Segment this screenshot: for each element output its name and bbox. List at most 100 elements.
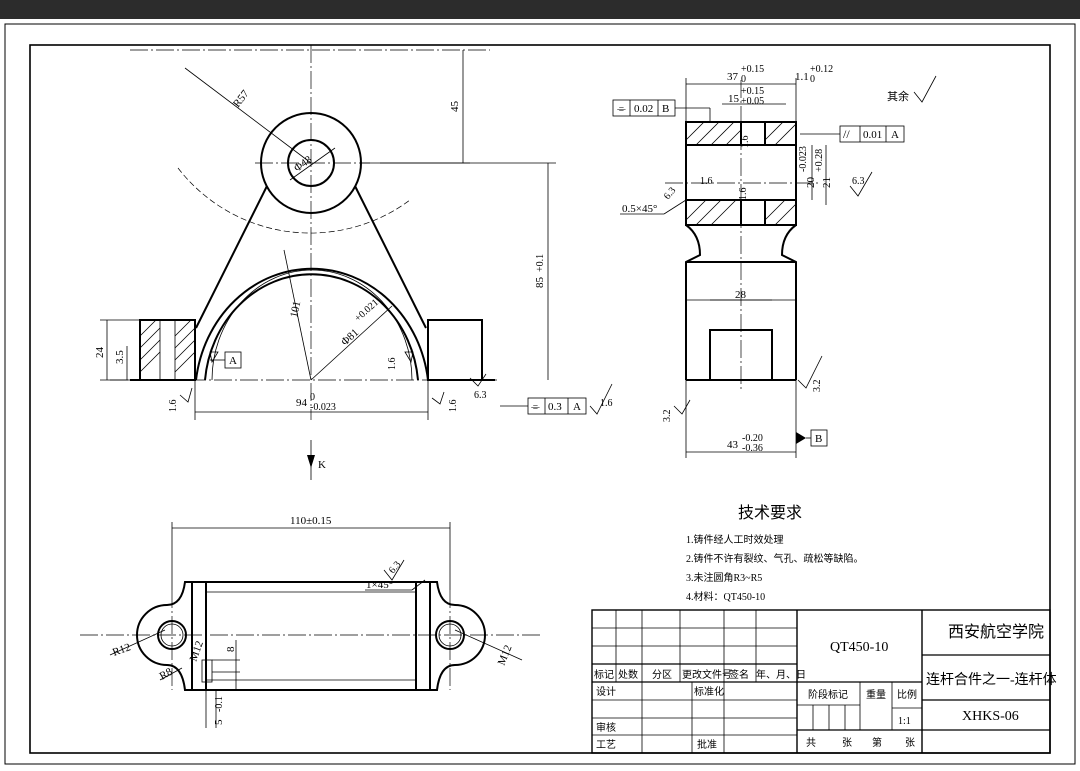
roughness-1-6-c: 1.6 bbox=[448, 400, 459, 413]
outer-frame bbox=[4, 23, 1076, 765]
dim-28: 28 bbox=[735, 289, 747, 301]
top-view: 45 R57 Φ48 85 +0.1 101 Φ81 +0.021 1.6 A … bbox=[94, 45, 613, 480]
dim-r57: R57 bbox=[231, 88, 252, 110]
dim-5-tol: -0.1 bbox=[214, 696, 225, 712]
dim-43-tol1: -0.20 bbox=[742, 433, 763, 444]
tb-h-count: 处数 bbox=[618, 668, 638, 681]
dim-1-1-tol1: +0.12 bbox=[810, 64, 833, 75]
bottom-view: 110±0.15 1×45° 6.3 R12 R8 M12 M12 8 5 -0… bbox=[80, 515, 540, 728]
tech-item-4: 4.材料：QT450-10 bbox=[686, 590, 765, 603]
dim-phi81: Φ81 bbox=[339, 327, 361, 349]
dim-r8: R8 bbox=[158, 666, 176, 683]
datum-b: B bbox=[815, 433, 822, 445]
tb-h-docno: 更改文件号 bbox=[682, 668, 732, 681]
dim-15-tol2: +0.05 bbox=[741, 96, 764, 107]
dim-8: 8 bbox=[225, 646, 237, 652]
dim-1x45: 1×45° bbox=[366, 579, 393, 591]
roughness-6-3-c: 6.3 bbox=[662, 185, 678, 202]
side-view: 37 +0.15 0 1.1 +0.12 0 15 +0.15 +0.05 其余… bbox=[612, 64, 937, 458]
tb-page: 第 bbox=[872, 736, 882, 749]
tb-standard: 标准化 bbox=[694, 685, 724, 698]
dim-45: 45 bbox=[449, 101, 461, 113]
tol-ref: A bbox=[573, 401, 581, 413]
tb-h-sign: 签名 bbox=[729, 668, 749, 681]
tb-approve: 批准 bbox=[697, 738, 717, 751]
datum-a: A bbox=[229, 355, 237, 367]
engineering-drawing: 45 R57 Φ48 85 +0.1 101 Φ81 +0.021 1.6 A … bbox=[4, 23, 1076, 765]
dim-37-tol2: 0 bbox=[741, 74, 746, 85]
tech-item-1: 1.铸件经人工时效处理 bbox=[686, 533, 784, 546]
roughness-3-2-b: 3.2 bbox=[662, 410, 673, 423]
dim-85-tol: +0.1 bbox=[535, 254, 546, 272]
tb-total: 共 bbox=[806, 737, 816, 749]
dim-37-tol1: +0.15 bbox=[741, 64, 764, 75]
dim-5: 5 bbox=[213, 719, 225, 725]
dim-21-tol: +0.28 bbox=[814, 149, 825, 172]
dim-r12: R12 bbox=[111, 641, 132, 659]
tb-process: 工艺 bbox=[596, 739, 616, 751]
tb-review: 审核 bbox=[596, 721, 616, 734]
roughness-1-6-d: 1.6 bbox=[600, 398, 613, 409]
roughness-1-6-e: 1.6 bbox=[740, 136, 751, 149]
dim-20: 20 bbox=[805, 177, 817, 189]
rest-surface-label: 其余 bbox=[887, 89, 909, 103]
dim-m12-left: M12 bbox=[188, 639, 206, 663]
tol-a-ref: B bbox=[662, 103, 669, 115]
tol-b-ref: A bbox=[891, 129, 899, 141]
dim-101: 101 bbox=[288, 300, 303, 319]
tb-school: 西安航空学院 bbox=[948, 623, 1044, 641]
dim-24: 24 bbox=[94, 347, 106, 359]
roughness-1-6-g: 1.6 bbox=[738, 188, 749, 201]
dim-21: 21 bbox=[821, 177, 833, 188]
dim-37: 37 bbox=[727, 71, 739, 83]
tol-b-value: 0.01 bbox=[863, 129, 882, 141]
roughness-1-6-f: 1.6 bbox=[700, 176, 713, 187]
chamfer-label: 0.5×45° bbox=[622, 203, 657, 215]
dim-1-1-tol2: 0 bbox=[810, 74, 815, 85]
dim-94: 94 bbox=[296, 397, 308, 409]
roughness-6-3: 6.3 bbox=[474, 390, 487, 401]
drawing-frame bbox=[29, 44, 1051, 754]
dim-85: 85 bbox=[534, 277, 546, 289]
tb-sheets: 张 bbox=[842, 737, 852, 749]
dim-20-tol: -0.023 bbox=[798, 146, 809, 172]
tol-symbol: ⌯ bbox=[531, 401, 540, 413]
dim-110: 110±0.15 bbox=[290, 515, 332, 527]
tb-scale: 1:1 bbox=[898, 716, 911, 727]
dim-15: 15 bbox=[728, 93, 740, 105]
tb-stage: 阶段标记 bbox=[808, 688, 848, 701]
parallel-icon: // bbox=[843, 127, 850, 141]
tech-requirements: 技术要求 1.铸件经人工时效处理 2.铸件不许有裂纹、气孔、疏松等缺陷。 3.未… bbox=[686, 504, 864, 603]
tb-h-mark: 标记 bbox=[594, 669, 614, 681]
dim-43: 43 bbox=[727, 439, 739, 451]
tech-item-2: 2.铸件不许有裂纹、气孔、疏松等缺陷。 bbox=[686, 552, 864, 565]
roughness-6-3-d: 6.3 bbox=[387, 559, 403, 576]
dim-94-tol1: 0 bbox=[310, 392, 315, 403]
window-top-bar bbox=[0, 0, 1080, 19]
dim-43-tol2: -0.36 bbox=[742, 443, 763, 454]
view-k-label: K bbox=[318, 459, 326, 471]
dim-3-5: 3.5 bbox=[114, 350, 126, 364]
title-block: QT450-10 西安航空学院 连杆合件之一-连杆体 XHKS-06 标记 处数… bbox=[591, 609, 1057, 754]
roughness-1-6-b: 1.6 bbox=[168, 400, 179, 413]
roughness-3-2-a: 3.2 bbox=[812, 380, 823, 393]
tb-code: XHKS-06 bbox=[962, 709, 1019, 724]
tol-value: 0.3 bbox=[548, 401, 562, 413]
tb-h-date: 年、月、日 bbox=[756, 668, 806, 681]
tech-item-3: 3.未注圆角R3~R5 bbox=[686, 571, 762, 584]
dim-1-1: 1.1 bbox=[795, 71, 809, 83]
tb-weight: 重量 bbox=[866, 688, 886, 701]
tol-a-value: 0.02 bbox=[634, 103, 653, 115]
tb-design: 设计 bbox=[596, 685, 616, 698]
roughness-6-3-b: 6.3 bbox=[852, 176, 865, 187]
tb-material: QT450-10 bbox=[830, 640, 888, 655]
tb-scale-label: 比例 bbox=[897, 688, 917, 701]
tb-part-name: 连杆合件之一-连杆体 bbox=[926, 672, 1057, 688]
roughness-1-6-a: 1.6 bbox=[387, 358, 398, 371]
tb-h-zone: 分区 bbox=[652, 669, 672, 681]
dim-15-tol1: +0.15 bbox=[741, 86, 764, 97]
dim-94-tol2: -0.023 bbox=[310, 402, 336, 413]
tol-a-symbol: ⌯ bbox=[617, 103, 626, 115]
tb-sheets2: 张 bbox=[905, 737, 915, 749]
tech-title: 技术要求 bbox=[738, 504, 802, 522]
